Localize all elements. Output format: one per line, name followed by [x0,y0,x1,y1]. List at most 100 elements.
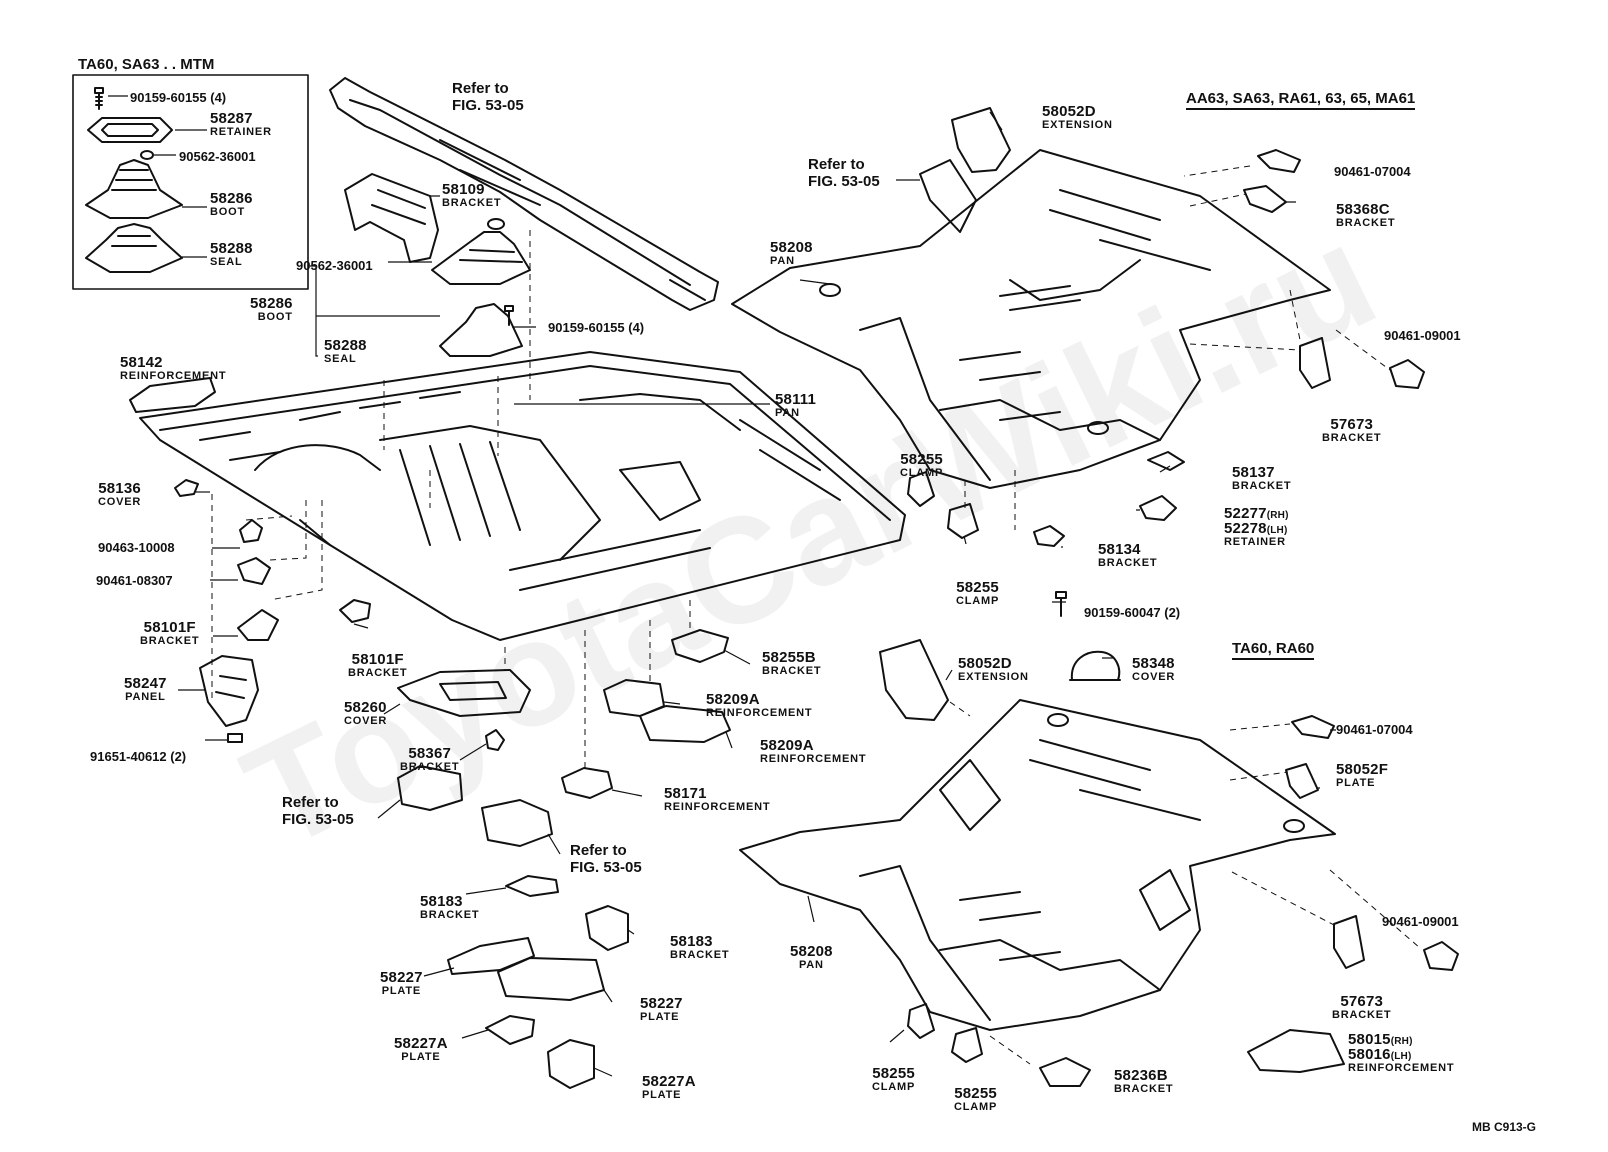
inset-title: TA60, SA63 . . MTM [78,56,215,73]
cover-58348-icon [1069,650,1121,681]
bracket-58101F-left-icon [237,609,279,641]
cover-58260-icon [397,669,531,717]
inset-boot-icon [85,159,183,219]
label-90562-36001: 90562-36001 [296,258,373,273]
bracket-58255B-icon [671,629,729,663]
bolt-91651-icon [227,733,243,743]
plate-58052F-icon [1285,763,1319,799]
bracket-58183-left-icon [505,875,559,897]
inset-label-nut: 90562-36001 [179,149,256,164]
reinforcement-58171-icon [561,767,613,799]
plate-58227A-right-icon [547,1039,595,1089]
header-bottom-right: TA60, RA60 [1232,640,1315,660]
reinforcement-58142-icon [129,377,216,413]
clip-90461-09001-upper-icon [1389,359,1425,389]
rear-floor-pan-lower [739,699,1336,1031]
center-bolt-icon [504,305,514,326]
label-52277-52278: 52277(RH) 52278(LH) RETAINER [1224,505,1289,548]
clip-90463-icon [239,519,263,543]
inset-seal-icon [85,223,183,273]
bracket-58101F-center-icon [339,599,371,623]
clamp-58255-upper-left-icon [907,471,935,507]
retainer-52277-icon [1139,495,1177,521]
plate-refer-center-icon [481,799,553,847]
reinforcement-58015-icon [1247,1029,1345,1073]
bracket-58134-icon [1033,525,1065,547]
label-90461-09001-upper: 90461-09001 [1384,328,1461,343]
footer-code: MB C913-G [1472,1120,1537,1134]
inset-bolt-icon [94,87,104,110]
plate-58227A-left-icon [485,1015,535,1045]
clamp-58255-upper-mid-icon [947,503,979,539]
label-90461-09001-lower: 90461-09001 [1382,914,1459,929]
plate-58227-right-icon [497,957,605,1001]
extension-58052D-upper-icon [919,107,1011,233]
inset-frame [72,74,309,290]
label-90461-08307: 90461-08307 [96,573,173,588]
bracket-57673-upper-icon [1299,337,1331,389]
plate-58227-left-icon [447,937,535,975]
label-91651-40612: 91651-40612 (2) [90,749,187,764]
front-floor-pan-58111 [139,351,906,641]
label-90461-07004-upper: 90461-07004 [1334,164,1411,179]
side-rail-member [329,77,719,311]
center-nut-icon [487,218,505,230]
label-58015-58016: 58015(RH) 58016(LH) REINFORCEMENT [1348,1031,1455,1074]
label-90159-60155: 90159-60155 (4) [548,320,645,335]
bracket-58109-icon [344,173,439,263]
inset-nut-icon [140,150,154,160]
clamp-58255-lower-mid-icon [951,1027,983,1063]
rear-floor-pan-upper [731,149,1331,489]
clip-90461-07004-upper-icon [1257,149,1301,173]
label-90159-60047: 90159-60047 (2) [1084,605,1181,620]
plate-refer-left-icon [397,765,463,811]
bracket-58183-right-icon [585,905,629,951]
bracket-57673-lower-icon [1333,915,1365,969]
header-top-right: AA63, SA63, RA61, 63, 65, MA61 [1186,90,1416,110]
bolt-90159-60047-icon [1055,591,1067,617]
clamp-58255-lower-left-icon [907,1003,935,1039]
label-90463-10008: 90463-10008 [98,540,175,555]
